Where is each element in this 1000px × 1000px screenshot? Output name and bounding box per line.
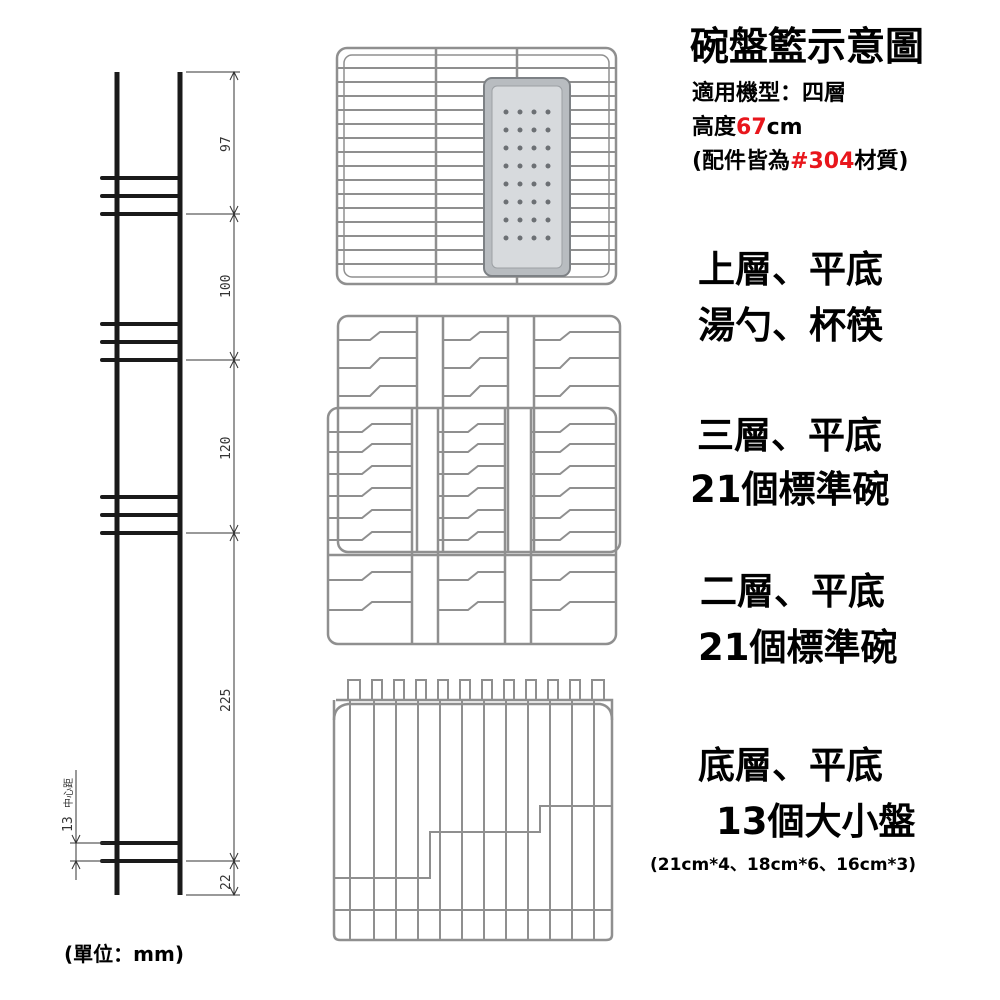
center-distance-label: 中心距 — [62, 778, 75, 808]
layer-2-contents: 21個標準碗 — [690, 468, 890, 511]
dim-97-label: 97 — [219, 136, 234, 152]
utensil-cup-drawing — [483, 77, 571, 277]
dim-13-label: 13 — [61, 816, 76, 832]
applicable-model: 適用機型：四層 — [692, 81, 847, 106]
top-layer-basket-drawing — [335, 46, 618, 286]
side-elevation-drawing — [70, 70, 240, 897]
layer-4-contents: 13個大小盤 — [716, 800, 916, 843]
layer-4-plate-sizes: (21cm*4、18cm*6、16cm*3) — [650, 855, 917, 875]
layer-2-heading: 三層、平底 — [697, 414, 882, 457]
bottom-layer-basket-drawing — [332, 679, 614, 942]
layer-1-heading: 上層、平底 — [698, 248, 883, 291]
layer-3-heading: 二層、平底 — [700, 570, 885, 613]
second-layer-basket-drawing — [326, 406, 618, 646]
height-prefix: 高度 — [692, 115, 737, 140]
dim-22-label: 22 — [219, 874, 234, 890]
height-info: 高度67cm — [692, 112, 803, 144]
dim-225-label: 225 — [219, 689, 234, 712]
dim-120-label: 120 — [219, 437, 234, 460]
diagram-title: 碗盤籃示意圖 — [690, 25, 925, 70]
material-grade: #304 — [790, 149, 855, 174]
dim-100-label: 100 — [219, 275, 234, 298]
height-value: 67 — [736, 115, 767, 140]
layer-1-contents: 湯勺、杯筷 — [698, 304, 883, 347]
material-prefix: (配件皆為 — [692, 149, 791, 174]
layer-4-heading: 底層、平底 — [698, 744, 883, 787]
third-layer-basket-drawing — [336, 314, 622, 554]
layer-3-contents: 21個標準碗 — [698, 626, 898, 669]
height-unit: cm — [766, 115, 803, 140]
material-suffix: 材質) — [854, 149, 909, 174]
material-note: (配件皆為#304材質) — [692, 146, 908, 178]
unit-note: (單位：mm) — [64, 942, 184, 966]
